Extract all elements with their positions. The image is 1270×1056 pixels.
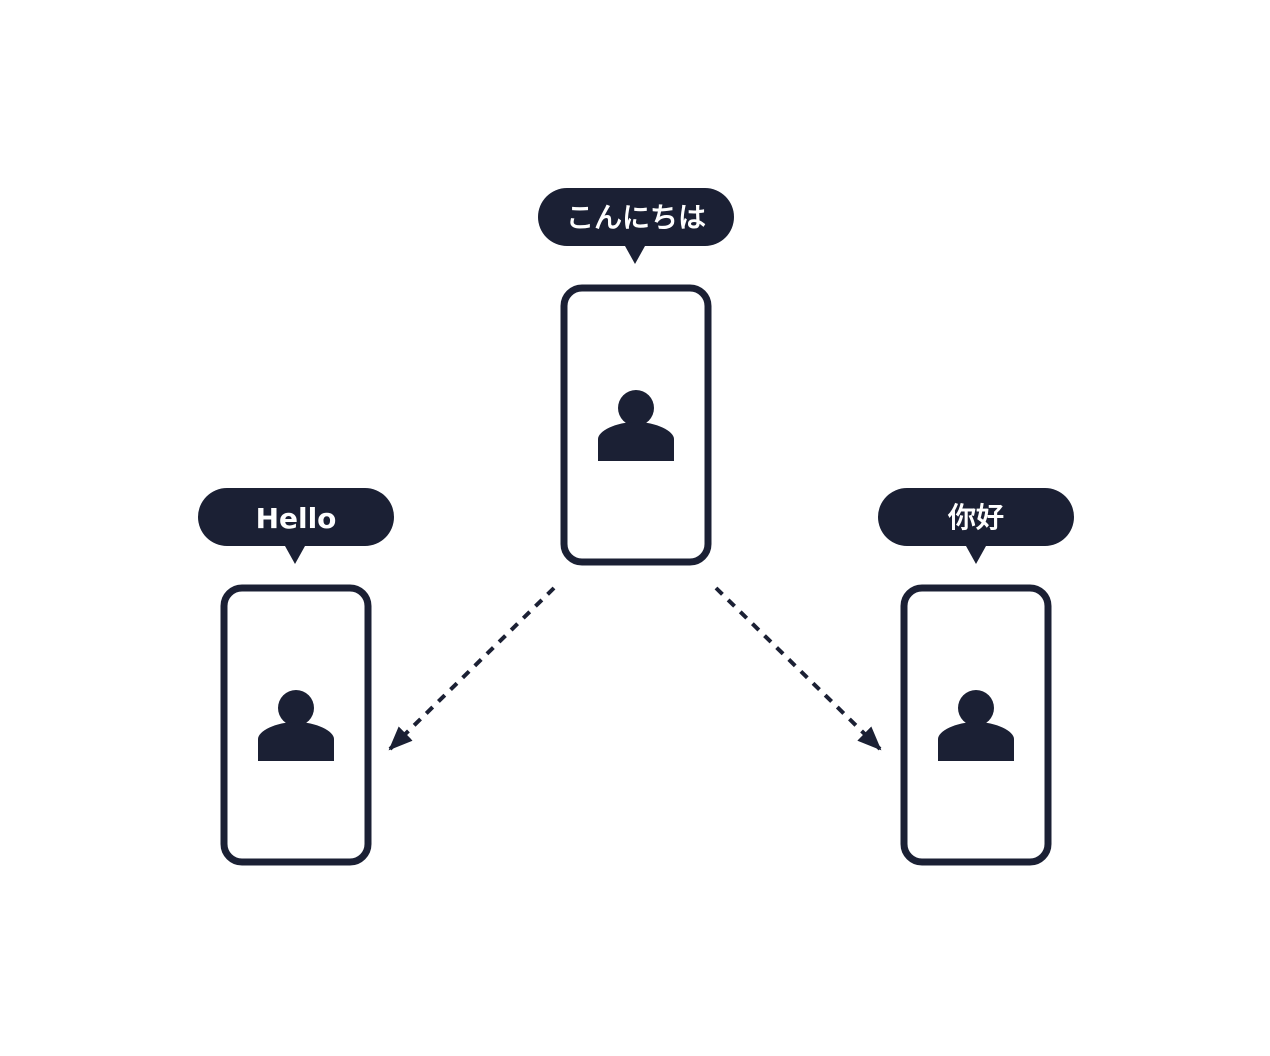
greeting-right: 你好 [947,501,1004,534]
speech-bubble-right: 你好 [878,488,1074,564]
source-speaker: こんにちは [538,188,734,566]
speech-bubble-left: Hello [198,488,394,564]
left-speaker: Hello [198,488,394,866]
greeting-left: Hello [256,502,337,535]
arrow-to-left [388,586,556,751]
arrow-to-right [714,586,882,751]
person-icon [938,690,1014,761]
person-icon [258,690,334,761]
speech-bubble-source: こんにちは [538,188,734,264]
right-speaker: 你好 [878,488,1074,866]
person-icon [598,390,674,461]
greeting-source: こんにちは [566,201,706,234]
